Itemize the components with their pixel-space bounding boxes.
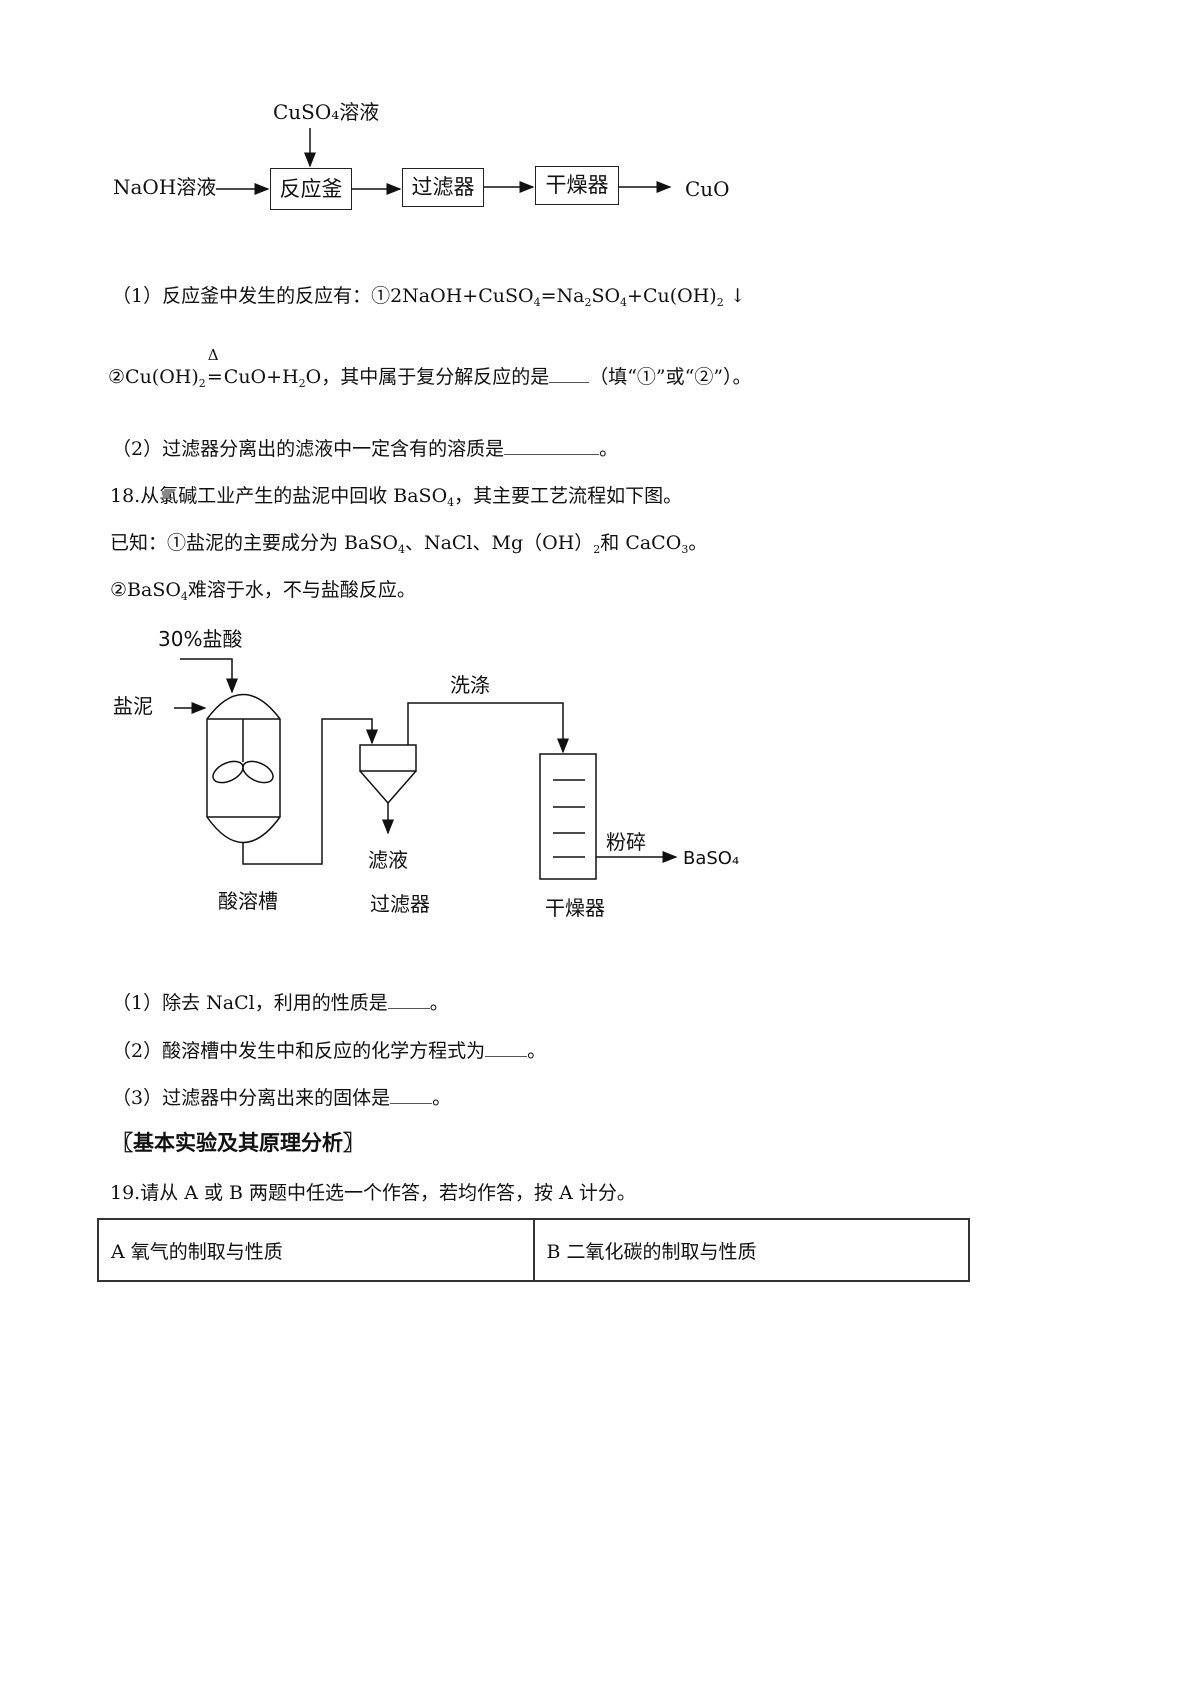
filter-unit xyxy=(359,744,417,772)
mud-label: 盐泥 xyxy=(113,694,153,718)
q18-part1: （1）除去 NaCl，利用的性质是。 xyxy=(112,990,449,1014)
tank-to-filter-pipe xyxy=(242,718,378,865)
q17-part2: （2）过滤器分离出的滤液中一定含有的溶质是。 xyxy=(112,436,619,460)
q18-part2: （2）酸溶槽中发生中和反应的化学方程式为。 xyxy=(112,1038,547,1062)
stirrer-blade xyxy=(242,760,274,784)
q18-part3: （3）过滤器中分离出来的固体是。 xyxy=(112,1085,452,1109)
answer-blank[interactable] xyxy=(485,1038,528,1057)
wash-label: 洗涤 xyxy=(450,673,490,697)
diagram1-arrows xyxy=(216,128,672,195)
answer-blank[interactable] xyxy=(504,436,600,455)
answer-blank[interactable] xyxy=(549,364,590,383)
option-b: B 二氧化碳的制取与性质 xyxy=(532,1218,970,1282)
dryer-label: 干燥器 xyxy=(545,896,605,920)
stirrer-blade xyxy=(212,760,244,784)
q17-part1: （1）反应釜中发生的反应有：①2NaOH+CuSO4=Na2SO4+Cu(OH)… xyxy=(112,285,746,309)
baso4-label: BaSO₄ xyxy=(683,848,739,869)
q19-title: 19.请从 A 或 B 两题中任选一个作答，若均作答，按 A 计分。 xyxy=(110,1182,636,1204)
heat-delta: Δ xyxy=(207,346,219,364)
wash-pipe xyxy=(407,702,569,754)
acid-label: 30%盐酸 xyxy=(158,627,242,651)
q19-options-table: A 氧气的制取与性质 B 二氧化碳的制取与性质 xyxy=(97,1218,970,1282)
tank-label: 酸溶槽 xyxy=(218,889,278,913)
q18-known1: 已知：①盐泥的主要成分为 BaSO4、NaCl、Mg（OH）2和 CaCO3。 xyxy=(110,532,708,556)
q18-known2: ②BaSO4难溶于水，不与盐酸反应。 xyxy=(110,579,416,603)
dryer-box: 干燥器 xyxy=(535,166,619,205)
option-a: A 氧气的制取与性质 xyxy=(97,1218,535,1282)
cuso4-label: CuSO₄溶液 xyxy=(273,100,380,124)
crush-label: 粉碎 xyxy=(606,830,646,854)
filter-cone xyxy=(359,770,417,805)
filter-box: 过滤器 xyxy=(402,168,484,207)
cuo-label: CuO xyxy=(685,177,730,201)
q18-title: 18.从氯碱工业产生的盐泥中回收 BaSO4，其主要工艺流程如下图。 xyxy=(110,485,683,509)
reactor-box: 反应釜 xyxy=(270,168,352,210)
answer-blank[interactable] xyxy=(390,1085,433,1104)
answer-blank[interactable] xyxy=(387,990,430,1009)
filter-label: 过滤器 xyxy=(370,892,430,916)
section-heading: 〖基本实验及其原理分析〗 xyxy=(112,1130,364,1155)
dryer-unit xyxy=(539,753,597,880)
filtrate-label: 滤液 xyxy=(368,848,408,872)
naoh-label: NaOH溶液 xyxy=(113,175,217,199)
acid-arrow xyxy=(180,658,238,694)
